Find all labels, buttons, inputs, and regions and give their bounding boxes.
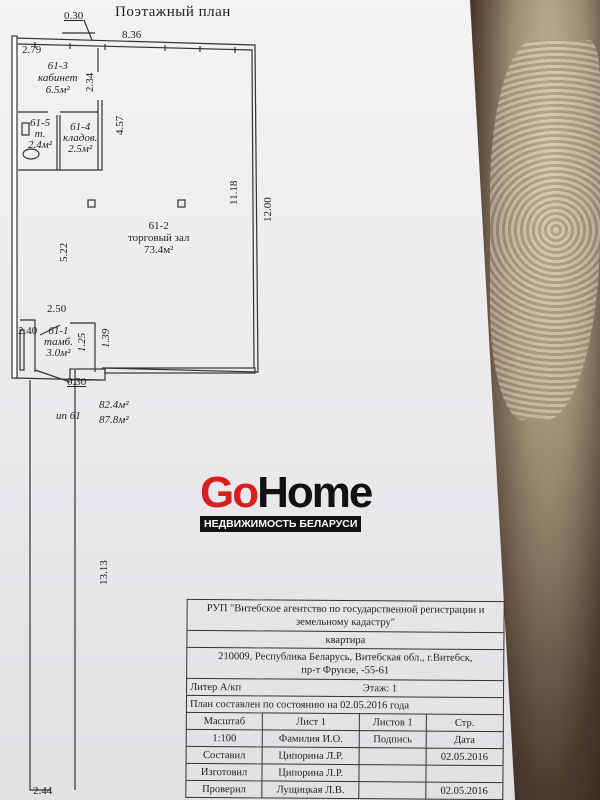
cell: 1:100 xyxy=(186,729,263,747)
dimension-label: 13.13 xyxy=(98,560,110,585)
state-date: План составлен по состоянию на 02.05.201… xyxy=(186,695,504,715)
partition xyxy=(20,319,96,372)
dimension-label: 11.18 xyxy=(228,180,240,205)
room-id: 61-1 xyxy=(48,325,69,337)
corridor-walls xyxy=(29,370,76,791)
cell xyxy=(359,764,426,783)
cell xyxy=(359,747,426,766)
column xyxy=(87,199,96,208)
window-marks xyxy=(34,42,236,53)
cell: Составил xyxy=(186,746,263,764)
dimension-label: 4.57 xyxy=(114,115,126,135)
room-id: 61-4 xyxy=(70,121,91,133)
object-type: квартира xyxy=(186,630,504,650)
cell: Фамилия И.О. xyxy=(262,729,360,748)
dimension-label: 8.36 xyxy=(122,29,142,41)
cell: Проверил xyxy=(185,780,263,798)
column xyxy=(177,199,186,208)
room-name: т. xyxy=(34,128,46,140)
cell: Ципорина Л.Р. xyxy=(262,763,360,782)
room-area: 2.5м² xyxy=(68,143,93,155)
room-61-1: 61-1 тамб. 3.0м² xyxy=(44,326,73,359)
area-total: 87.8м² xyxy=(99,414,129,426)
logo-home: Home xyxy=(257,468,373,517)
dimension-label: 2.50 xyxy=(47,303,67,315)
room-61-4: 61-4 кладов. 2.5м² xyxy=(63,122,97,155)
dimension-label: 1.39 xyxy=(100,328,112,348)
organization: РУП "Витебское агентство по государствен… xyxy=(186,599,505,633)
inner-wall-line xyxy=(17,43,255,369)
liter: Литер А/кп xyxy=(186,678,360,697)
cell: Дата xyxy=(425,731,504,749)
dimension-label: 2.34 xyxy=(84,72,96,92)
cell xyxy=(425,765,504,783)
room-name: кладов. xyxy=(63,132,98,144)
room-61-2: 61-2 торговый зал 73.4м² xyxy=(128,220,189,256)
cell: Изготовил xyxy=(185,763,263,781)
room-61-3: 61-3 кабинет 6.5м² xyxy=(38,60,78,96)
dimension-label: 2.40 xyxy=(18,325,38,337)
gohome-watermark-logo: GoHome НЕДВИЖИМОСТЬ БЕЛАРУСИ xyxy=(200,470,390,534)
room-id: 61-2 xyxy=(148,220,169,232)
room-name: торговый зал xyxy=(128,232,190,244)
lace-tablecloth xyxy=(490,40,600,420)
logo-tagline: НЕДВИЖИМОСТЬ БЕЛАРУСИ xyxy=(200,516,362,532)
room-61-5: 61-5 т. 2.4м² xyxy=(28,118,52,151)
window xyxy=(104,367,256,374)
cell: 02.05.2016 xyxy=(425,748,504,766)
sink-icon xyxy=(21,122,30,136)
room-id: 61-5 xyxy=(29,117,51,129)
partition xyxy=(56,115,61,170)
outer-wall xyxy=(13,37,259,373)
floor: Этаж: 1 xyxy=(359,679,504,698)
title-block-stamp: РУП "Витебское агентство по государствен… xyxy=(185,599,505,800)
dimension-label: 2.44 xyxy=(33,785,53,797)
dimension-leaders xyxy=(34,19,95,383)
cell: Стр. xyxy=(425,714,504,732)
cell: Лист 1 xyxy=(262,712,360,731)
room-id: 61-3 xyxy=(47,60,68,72)
dimension-label: 1.25 xyxy=(76,332,88,352)
room-area: 2.4м² xyxy=(28,139,53,151)
dimension-label: 12.00 xyxy=(262,197,274,222)
door-opening xyxy=(69,368,106,381)
room-area: 3.0м² xyxy=(46,347,71,359)
room-name: тамб. xyxy=(44,336,73,348)
room-area: 73.4м² xyxy=(143,244,174,256)
cell: Лущицкая Л.В. xyxy=(261,780,360,799)
wall-segment xyxy=(11,35,18,379)
cell xyxy=(359,781,426,800)
address: 210009, Республика Беларусь, Витебская о… xyxy=(186,647,504,681)
dimension-label: 5.22 xyxy=(58,242,70,262)
room-area: 6.5м² xyxy=(45,84,70,96)
cell: 02.05.2016 xyxy=(425,782,503,800)
cell: Подпись xyxy=(359,730,426,749)
cell: Масштаб xyxy=(186,712,263,730)
logo-go: Go xyxy=(200,468,259,517)
cell: Ципорина Л.Р. xyxy=(262,746,360,765)
dimension-label: 0.30 xyxy=(64,10,84,22)
toilet-icon xyxy=(22,148,40,160)
unit-label: ип 61 xyxy=(56,410,81,422)
room-name: кабинет xyxy=(38,72,78,84)
dimension-label: 0.30 xyxy=(67,376,87,388)
plan-title: Поэтажный план xyxy=(115,4,231,20)
wall-segment xyxy=(19,329,25,371)
dimension-label: 2.79 xyxy=(22,44,42,56)
area-main: 82.4м² xyxy=(99,399,129,411)
cell: Листов 1 xyxy=(359,713,426,732)
